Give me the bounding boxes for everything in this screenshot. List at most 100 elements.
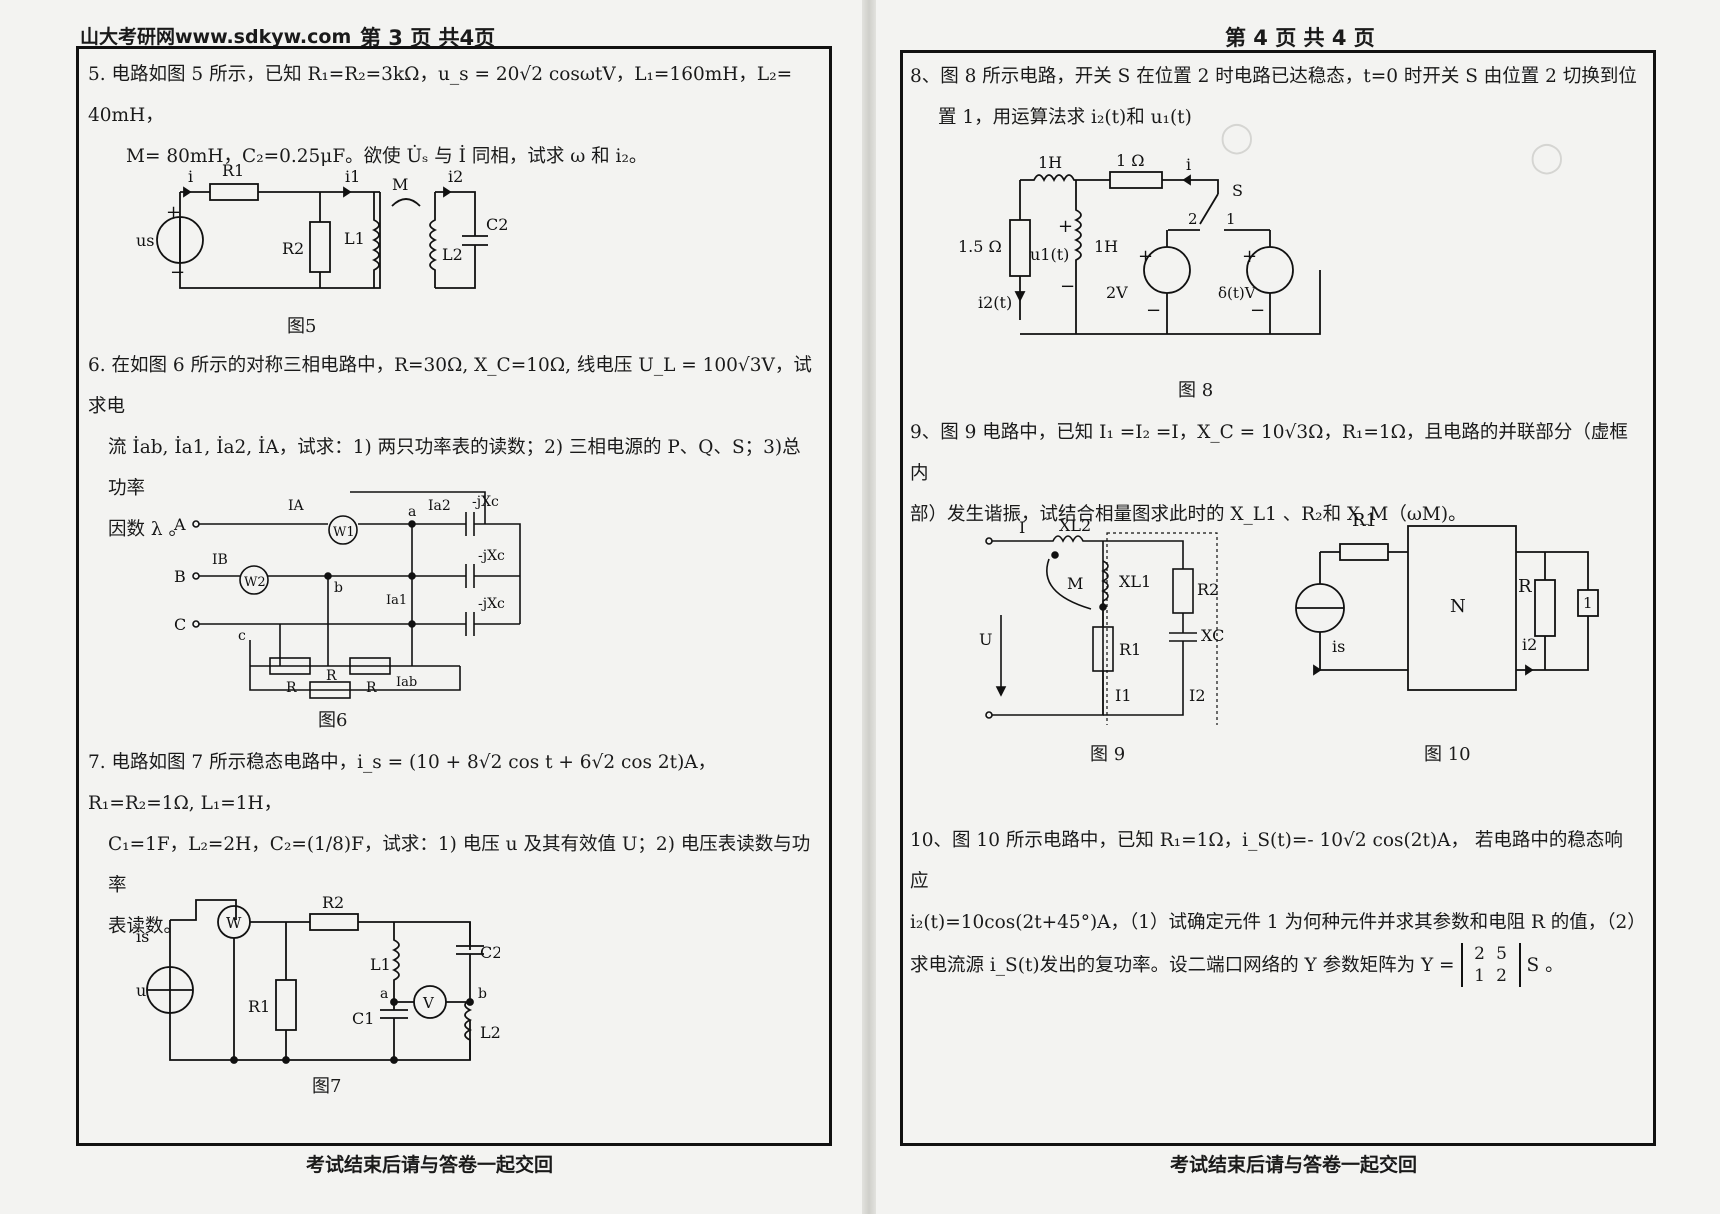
fig9-label-r1: R1 <box>1119 640 1141 659</box>
fig9-label-i1: I1 <box>1115 686 1132 705</box>
figure-6-caption: 图6 <box>318 710 348 731</box>
q6-line1: 6. 在如图 6 所示的对称三相电路中，R=30Ω, X_C=10Ω, 线电压 … <box>88 355 812 417</box>
q7-line2: C₁=1F，L₂=2H，C₂=(1/8)F，试求：1) 电压 u 及其有效值 U… <box>108 834 811 896</box>
fig5-label-us: us <box>136 231 155 250</box>
fig10-label-is: is <box>1332 637 1345 656</box>
fig7-label-w: W <box>226 914 242 932</box>
svg-text:+: + <box>1138 246 1153 267</box>
svg-text:−: − <box>170 262 185 283</box>
bleed-through-mark: ◯ <box>1530 140 1564 175</box>
fig6-label-a: a <box>408 504 416 520</box>
fig5-label-m: M <box>392 175 408 194</box>
fig6-label-c-line: C <box>174 615 186 634</box>
q5-line2: M= 80mH，C₂=0.25μF。欲使 U̇ₛ 与 İ 同相，试求 ω 和 i… <box>126 146 648 167</box>
q9-line1: 9、图 9 电路中，已知 I₁ =I₂ =I，X_C = 10√3Ω，R₁=1Ω… <box>910 422 1628 484</box>
bleed-through-mark: ◯ <box>1220 120 1254 155</box>
svg-text:+: + <box>166 202 181 223</box>
question-9: 9、图 9 电路中，已知 I₁ =I₂ =I，X_C = 10√3Ω，R₁=1Ω… <box>910 412 1640 535</box>
fig9-label-xl2: XL2 <box>1059 516 1091 535</box>
fig8-label-r-top: 1 Ω <box>1116 151 1145 170</box>
fig5-label-r2: R2 <box>282 239 304 258</box>
fig7-label-r2: R2 <box>322 893 344 912</box>
y22: 2 <box>1496 966 1507 986</box>
q9-line2: 部）发生谐振，试结合相量图求此时的 X_L1 、R₂和 X_M（ωM)。 <box>910 504 1467 525</box>
fig10-label-r1: R1 <box>1352 510 1377 531</box>
figure-6: A B C IA W1 a Ia2 -jXc -jXc -jXc IB W2 b… <box>173 491 521 699</box>
fig6-label-w2: W2 <box>244 575 266 590</box>
fig8-label-r15: 1.5 Ω <box>958 237 1002 256</box>
fig6-label-xc2: -jXc <box>478 548 505 564</box>
fig8-label-pos2: 2 <box>1188 210 1198 228</box>
fig6-label-a-line: A <box>173 515 186 534</box>
fig6-label-r3: R <box>326 668 337 684</box>
fig5-label-i1: i1 <box>345 167 360 186</box>
footer-left: 考试结束后请与答卷一起交回 <box>306 1154 554 1176</box>
q10-line3: 求电流源 i_S(t)发出的复功率。设二端口网络的 Y 参数矩阵为 Y = <box>910 954 1455 976</box>
fig7-label-u: u <box>136 981 146 1000</box>
fig9-label-xl1: XL1 <box>1119 572 1151 591</box>
fig6-label-xc1: -jXc <box>472 494 499 510</box>
fig6-label-b-line: B <box>174 567 186 586</box>
fig6-label-c: c <box>238 628 246 644</box>
question-10: 10、图 10 所示电路中，已知 R₁=1Ω，i_S(t)=- 10√2 cos… <box>910 820 1646 987</box>
q8-line2: 置 1，用运算法求 i₂(t)和 u₁(t) <box>938 107 1192 128</box>
right-page-frame <box>900 50 1656 1146</box>
y11: 2 <box>1474 944 1485 964</box>
fig5-label-l2: L2 <box>442 245 463 264</box>
q5-line1: 5. 电路如图 5 所示，已知 R₁=R₂=3kΩ，u_s = 20√2 cos… <box>88 64 793 126</box>
fig6-label-ib: IB <box>212 552 228 568</box>
site-header: 山大考研网www.sdkyw.com <box>80 26 352 48</box>
fig6-label-iab: Iab <box>396 675 417 690</box>
fig8-label-i: i <box>1186 155 1191 174</box>
question-5: 5. 电路如图 5 所示，已知 R₁=R₂=3kΩ，u_s = 20√2 cos… <box>88 54 818 177</box>
fig7-label-v: V <box>422 994 435 1012</box>
fig5-label-l1: L1 <box>344 229 365 248</box>
fig8-label-l-mid: 1H <box>1094 237 1118 256</box>
fig7-label-b: b <box>478 986 487 1002</box>
fig6-label-ia2: Ia2 <box>428 498 451 514</box>
fig7-label-c1: C1 <box>352 1009 374 1028</box>
q7-line3: 表读数。 <box>108 916 183 937</box>
figure-9-caption: 图 9 <box>1090 744 1126 765</box>
fig6-label-r1: R <box>286 680 297 696</box>
q7-line1: 7. 电路如图 7 所示稳态电路中，i_s = (10 + 8√2 cos t … <box>88 752 717 814</box>
fig9-label-m: M <box>1067 574 1083 593</box>
fig7-label-is: is <box>136 927 149 946</box>
fig7-label-a: a <box>380 986 388 1002</box>
svg-text:+: + <box>1058 216 1073 237</box>
q10-line3-unit: S 。 <box>1526 954 1564 976</box>
svg-text:−: − <box>1250 300 1265 321</box>
fig8-label-delta: δ(t)V <box>1218 284 1257 302</box>
fig6-label-ia1: Ia1 <box>386 593 407 608</box>
y12: 5 <box>1496 944 1507 964</box>
fig8-label-l-top: 1H <box>1038 153 1062 172</box>
fig7-label-c2: C2 <box>480 943 500 962</box>
fig10-label-r: R <box>1518 576 1532 597</box>
fig9-label-xc: XC <box>1201 626 1224 645</box>
fig6-label-ia: IA <box>288 498 305 514</box>
y-matrix: 2 5 1 2 <box>1460 943 1521 987</box>
fig8-label-pos1: 1 <box>1226 210 1236 228</box>
q10-line1: 10、图 10 所示电路中，已知 R₁=1Ω，i_S(t)=- 10√2 cos… <box>910 830 1623 892</box>
fig6-label-xc3: -jXc <box>478 596 505 612</box>
question-7: 7. 电路如图 7 所示稳态电路中，i_s = (10 + 8√2 cos t … <box>88 742 818 947</box>
fig6-label-r2: R <box>366 680 377 696</box>
figure-9: I XL2 M XL1 R2 U R1 XC I1 I2 <box>979 516 1224 725</box>
fig10-label-i2: i2 <box>1522 635 1537 654</box>
question-8: 8、图 8 所示电路，开关 S 在位置 2 时电路已达稳态，t=0 时开关 S … <box>910 56 1640 138</box>
fig7-label-r1: R1 <box>248 997 270 1016</box>
fig7-label-l2: L2 <box>480 1023 500 1042</box>
fig9-label-i2: I2 <box>1189 686 1206 705</box>
fig5-label-i: i <box>188 167 193 186</box>
fig5-label-i2: i2 <box>448 167 463 186</box>
figure-7: is u W R2 R1 L1 a V b C1 C2 L2 <box>136 893 500 1064</box>
figure-5-caption: 图5 <box>287 316 317 337</box>
fig6-label-b: b <box>334 580 343 596</box>
footer-right: 考试结束后请与答卷一起交回 <box>1170 1154 1418 1176</box>
fig9-label-i: I <box>1019 518 1025 537</box>
figure-5: i R1 i1 M i2 us R2 L1 L2 C2 + − <box>136 161 508 289</box>
left-page-frame <box>76 46 832 1146</box>
fig7-label-l1: L1 <box>370 955 391 974</box>
q6-line2: 流 İab, İa1, İa2, İA，试求：1) 两只功率表的读数；2) 三相… <box>108 437 801 499</box>
figure-10: R1 N R 1 is i2 <box>1295 510 1599 691</box>
